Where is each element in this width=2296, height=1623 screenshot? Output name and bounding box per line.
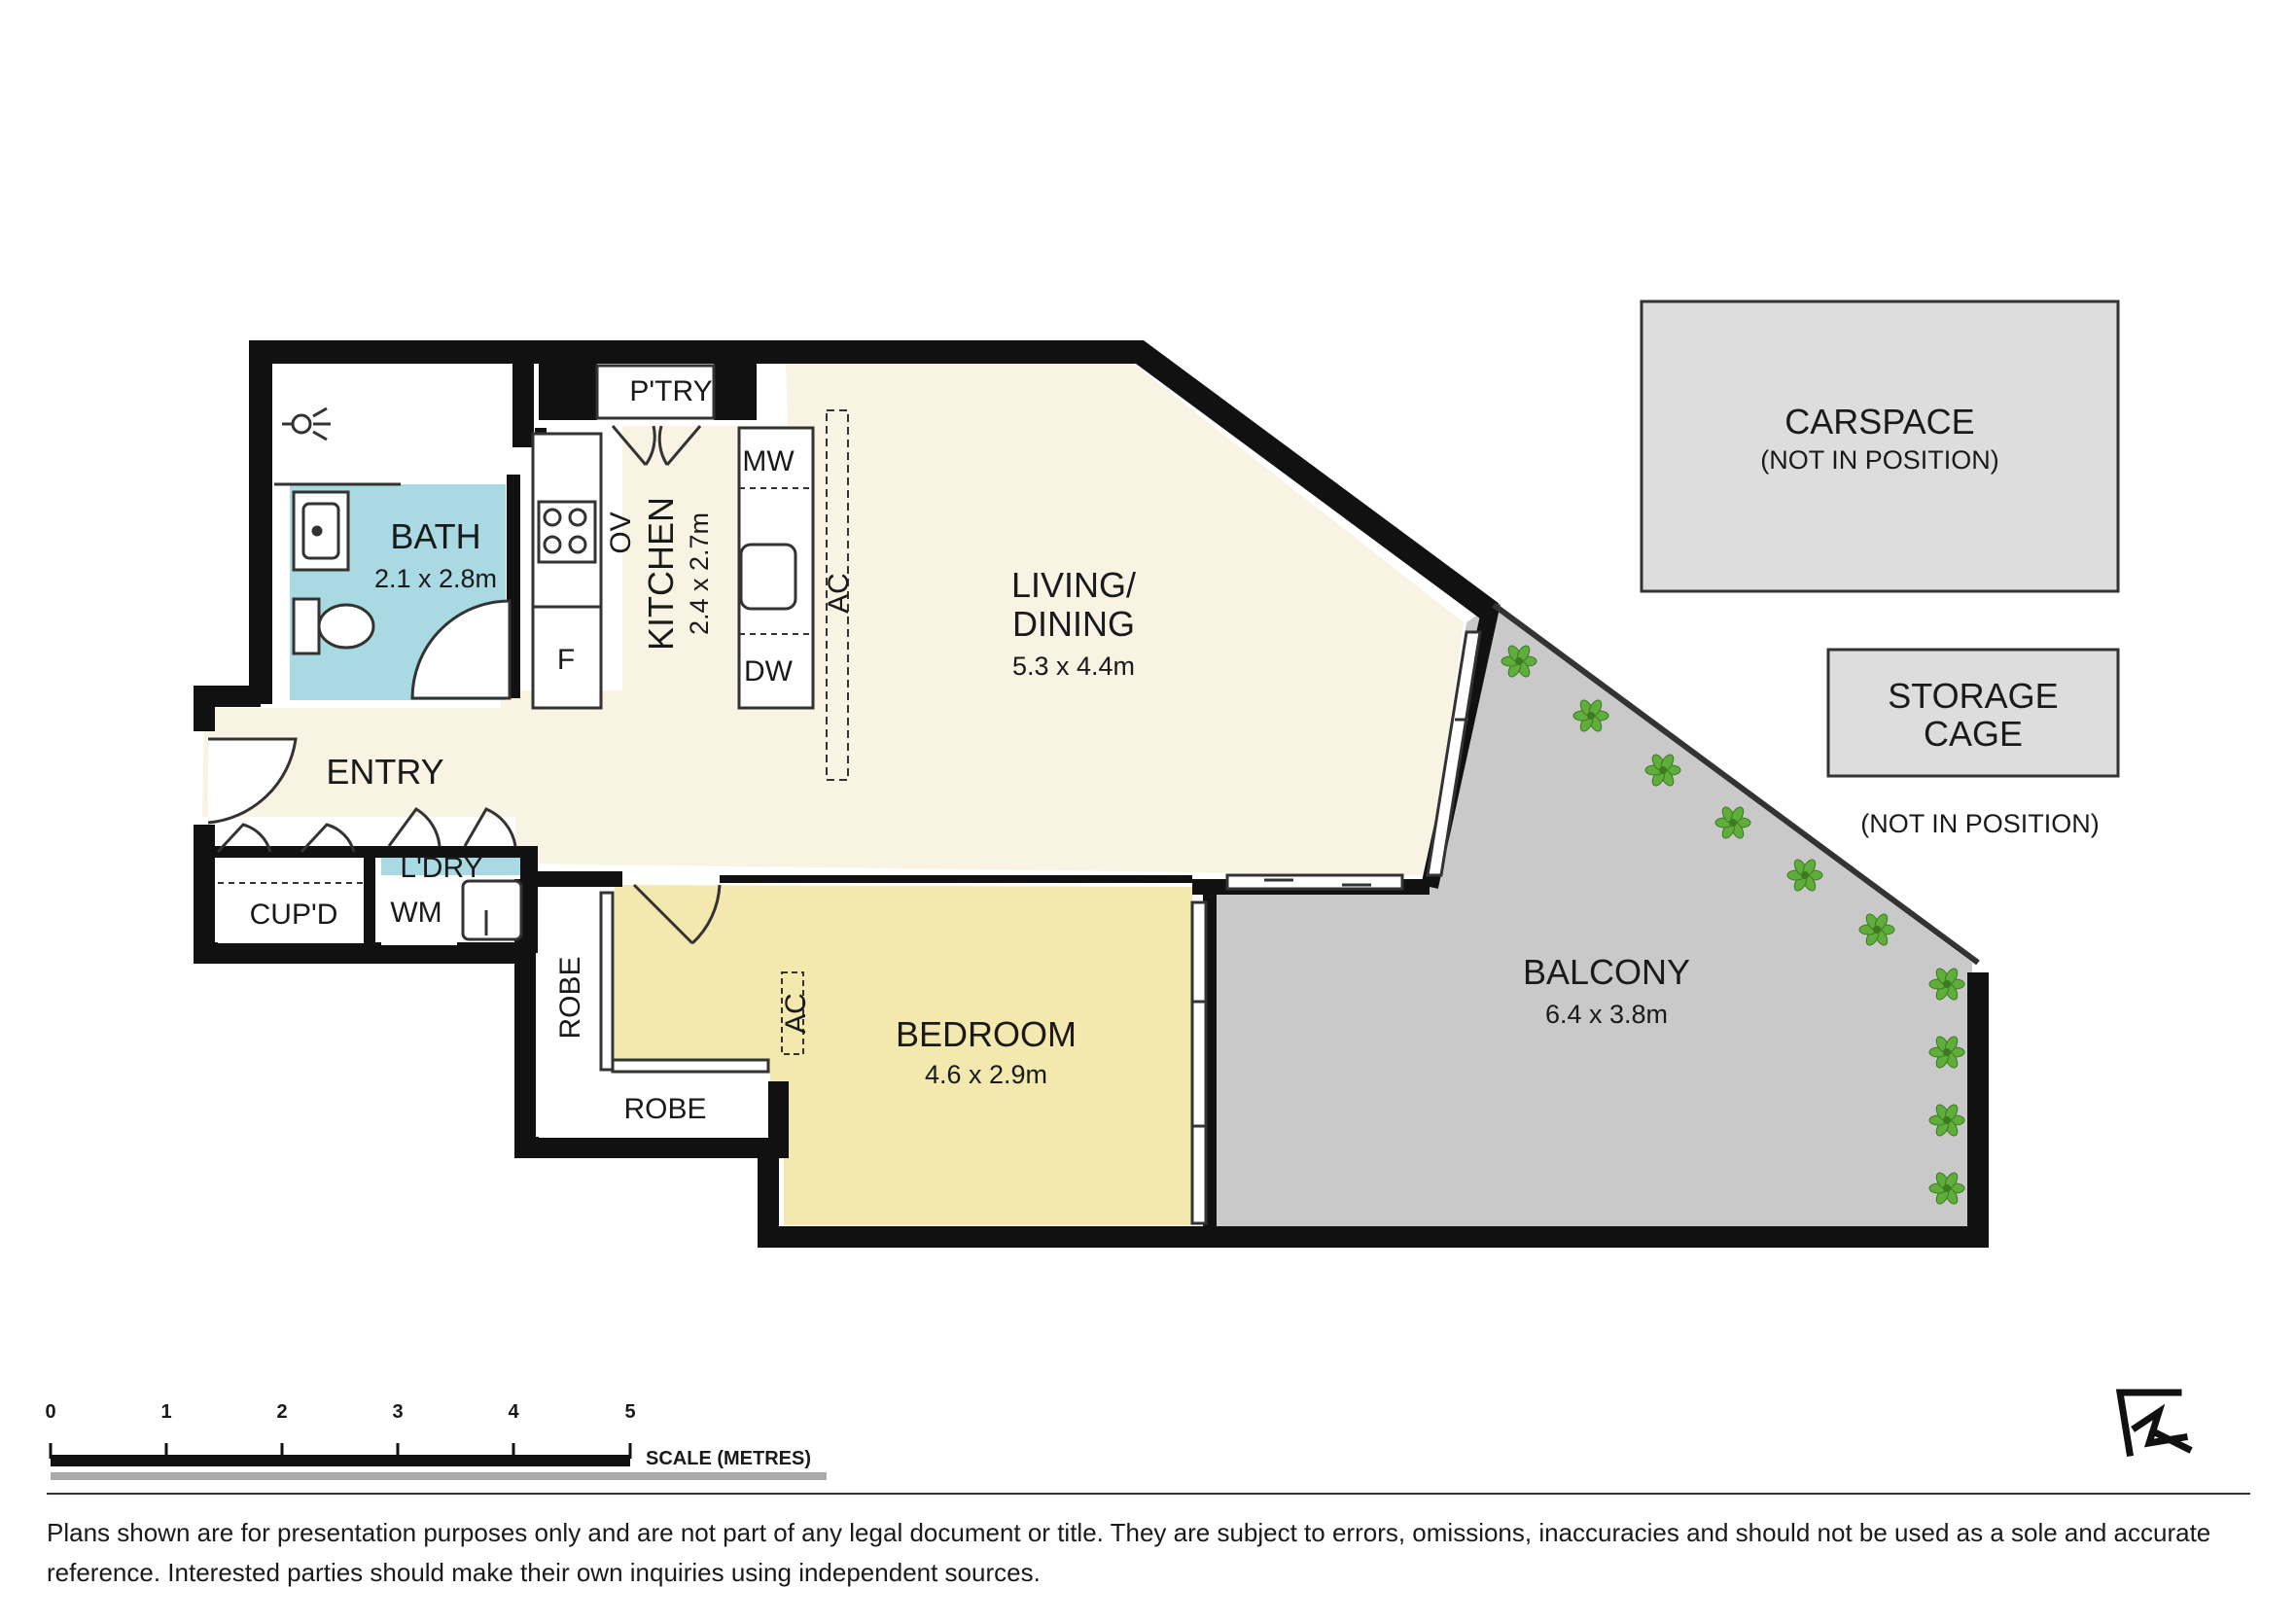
balcony-name: BALCONY (1523, 952, 1690, 992)
ac-living-label: AC (823, 573, 855, 614)
scale-tick-3: 3 (392, 1401, 403, 1423)
carspace-title: CARSPACE (1784, 402, 1974, 441)
robe-bottom (539, 1074, 768, 1138)
scale-tick-5: 5 (624, 1401, 635, 1423)
fridge-space (531, 605, 603, 710)
plant-icon (1501, 645, 1537, 678)
plant-icon (1644, 754, 1681, 787)
living-floor (202, 360, 1464, 875)
toilet-icon (292, 597, 375, 655)
storage-title-line1: STORAGE (1888, 676, 2058, 716)
bedroom-dims: 4.6 x 2.9m (925, 1060, 1047, 1089)
scale-bar: 0 1 2 3 4 5 SCALE (METRES) (45, 1401, 827, 1480)
disclaimer-text: Plans shown are for presentation purpose… (47, 1518, 2211, 1587)
bedroom-window (1190, 900, 1208, 1225)
washing-machine-space (381, 881, 457, 945)
storage-note: (NOT IN POSITION) (1860, 809, 2100, 838)
robe-bottom-label: ROBE (623, 1093, 706, 1125)
scale-tick-1: 1 (160, 1401, 171, 1423)
balcony-balustrade (1492, 602, 1980, 966)
kitchen-name: KITCHEN (641, 497, 681, 651)
balcony-sliding-door (1225, 873, 1404, 891)
cupboard-name: CUP'D (250, 899, 338, 931)
plant-icon (1572, 699, 1609, 732)
bath-name: BATH (390, 516, 480, 556)
plant-icon (1928, 1036, 1965, 1069)
pantry-shelf (595, 364, 716, 420)
living-name-line2: DINING (1012, 604, 1135, 644)
scale-bar-solid (51, 1455, 630, 1466)
plant-icon (1714, 806, 1751, 839)
microwave-label: MW (742, 445, 795, 477)
north-arrow-icon (2115, 1389, 2193, 1458)
scale-bar-shadow (51, 1472, 827, 1480)
cupboard-space (218, 858, 364, 943)
bath-door-swing (410, 599, 512, 700)
balcony-dims: 6.4 x 3.8m (1545, 1000, 1668, 1029)
robe-side-label: ROBE (554, 956, 586, 1039)
robe-sliding-doors (599, 891, 770, 1074)
cooktop-icon (537, 500, 597, 564)
plant-icon (1928, 968, 1965, 1001)
storage-cage-box (1826, 648, 2120, 778)
scale-tick-4: 4 (508, 1401, 519, 1423)
dishwasher-label: DW (744, 655, 794, 688)
carspace-box (1640, 300, 2120, 593)
ac-unit-bedroom (781, 971, 804, 1055)
washing-machine-label: WM (390, 897, 442, 929)
plant-icon (1858, 913, 1895, 946)
entry-name: ENTRY (326, 752, 443, 792)
scale-tick-0: 0 (45, 1401, 55, 1423)
carspace-note: (NOT IN POSITION) (1760, 445, 1999, 475)
plant-icon (1928, 1172, 1965, 1205)
oven-label: OV (605, 512, 637, 553)
living-window (1426, 630, 1482, 877)
laundry-tub-icon (461, 879, 523, 941)
kitchen-sink-icon (739, 543, 797, 611)
storage-title-line2: CAGE (1924, 714, 2023, 754)
bath-dims: 2.1 x 2.8m (374, 564, 497, 593)
balcony-floor (1216, 605, 1972, 1227)
living-name-line1: LIVING/ (1011, 565, 1136, 605)
laundry-name: L'DRY (400, 852, 482, 884)
bedroom-door-swing (632, 883, 722, 945)
living-dims: 5.3 x 4.4m (1012, 652, 1135, 681)
cupboard-doors (216, 807, 517, 854)
disclaimer-divider (47, 1493, 2250, 1495)
entry-door-swing (207, 737, 298, 825)
kitchen-dims: 2.4 x 2.7m (685, 512, 714, 635)
ac-bedroom-label: AC (780, 993, 812, 1034)
plant-icon (1786, 859, 1823, 892)
basin-icon (292, 490, 350, 572)
balcony-plants (1501, 645, 1965, 1205)
scale-tick-2: 2 (276, 1401, 287, 1423)
scale-label: SCALE (METRES) (646, 1448, 811, 1469)
fridge-label: F (557, 644, 575, 676)
bedroom-floor (615, 885, 1192, 1225)
plant-icon (1928, 1104, 1965, 1137)
ac-unit-living (826, 409, 849, 781)
shower-rose-icon (282, 406, 331, 441)
pantry-doors (611, 425, 702, 466)
pantry-name: P'TRY (629, 375, 712, 407)
robe-side (539, 893, 599, 1074)
bedroom-name: BEDROOM (896, 1014, 1077, 1054)
